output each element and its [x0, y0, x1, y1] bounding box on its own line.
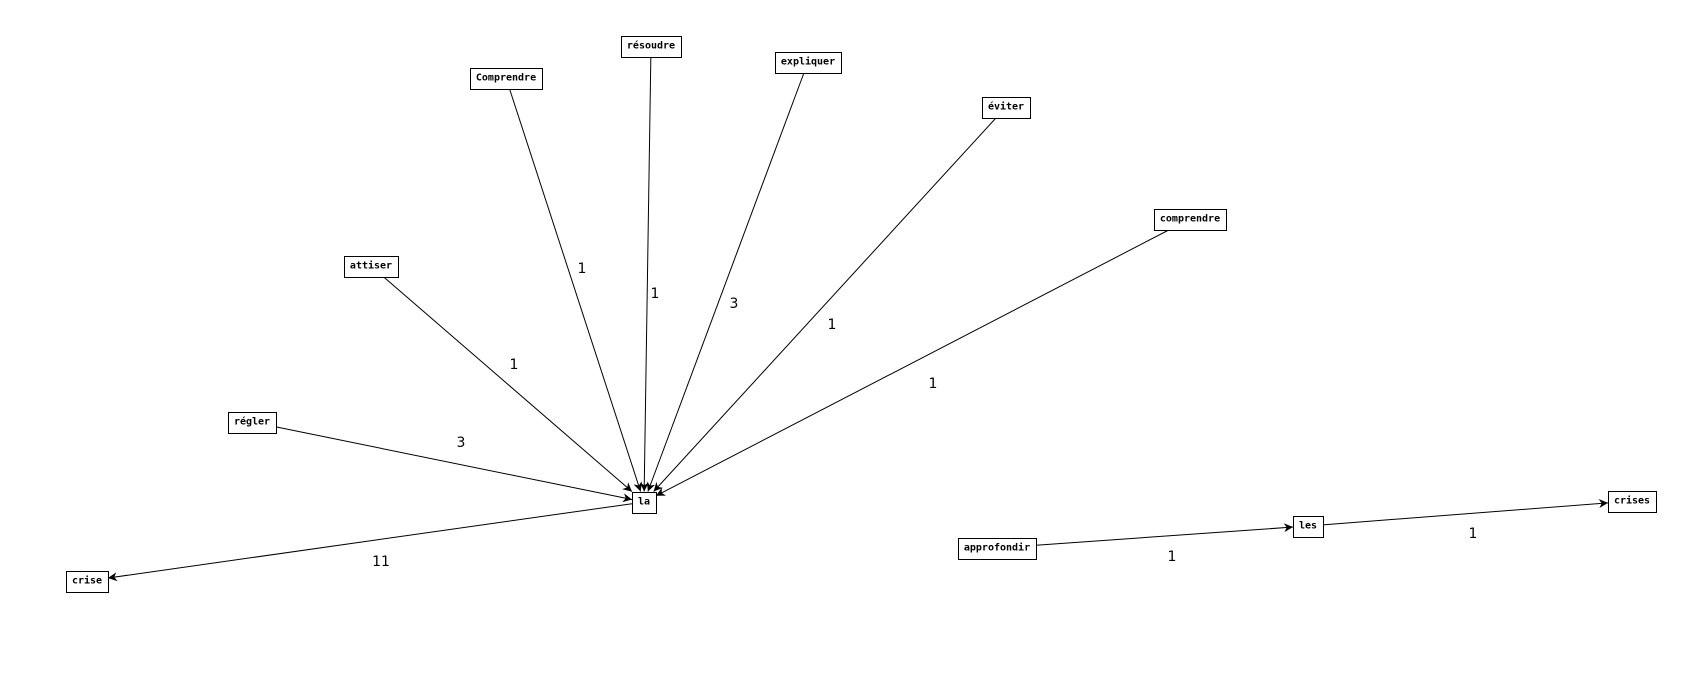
edge-approfondir-to-les — [1035, 523, 1294, 546]
node-la: la — [632, 492, 657, 514]
node-crise: crise — [66, 571, 109, 593]
edge-resoudre-to-la — [639, 56, 652, 492]
edge-weight-label: 1 — [929, 376, 938, 392]
edge-weight-label: 11 — [372, 554, 390, 570]
edge-weight-label: 1 — [651, 286, 660, 302]
node-attiser: attiser — [344, 256, 399, 278]
node-eviter: éviter — [982, 97, 1031, 119]
edge-weight-label: 1 — [510, 357, 519, 373]
node-crises: crises — [1608, 491, 1657, 513]
node-expliquer: expliquer — [775, 52, 842, 74]
node-label: crises — [1614, 495, 1650, 507]
node-label: approfondir — [964, 542, 1030, 554]
node-box — [958, 538, 1037, 560]
edge-la-to-crise — [107, 503, 633, 582]
node-box — [344, 256, 399, 278]
edge-weight-label: 3 — [730, 296, 739, 312]
node-label: crise — [72, 575, 102, 587]
edge-weight-label: 1 — [828, 317, 837, 333]
node-resoudre: résoudre — [621, 36, 682, 58]
node-box — [621, 36, 682, 58]
edge-attiser-to-la — [382, 276, 633, 493]
node-box — [228, 412, 277, 434]
edge-weight-label: 3 — [457, 435, 466, 451]
node-label: éviter — [988, 101, 1024, 113]
node-label: Comprendre — [476, 73, 536, 84]
edge-regler-to-la — [275, 426, 633, 503]
node-box — [775, 52, 842, 74]
edge-expliquer-to-la — [646, 72, 805, 492]
edge-eviter-to-la — [653, 117, 997, 492]
edge-comprendre-to-la — [508, 88, 643, 492]
node-comprendre: Comprendre — [470, 68, 543, 90]
node-label: régler — [234, 416, 270, 428]
node-regler: régler — [228, 412, 277, 434]
edge-les-to-crises — [1322, 499, 1609, 526]
node-label: résoudre — [627, 40, 675, 52]
edge-comprendre-to-la — [655, 229, 1170, 497]
node-label: expliquer — [781, 56, 835, 68]
node-label: attiser — [350, 260, 392, 272]
node-box — [470, 68, 543, 90]
node-box — [66, 571, 109, 593]
node-label: les — [1299, 521, 1317, 532]
node-les: les — [1293, 516, 1324, 538]
node-label: comprendre — [1160, 214, 1220, 225]
node-box — [1154, 209, 1227, 231]
node-box — [1608, 491, 1657, 513]
edge-weight-label: 1 — [1168, 549, 1177, 565]
node-comprendre: comprendre — [1154, 209, 1227, 231]
edge-weight-label: 1 — [1469, 526, 1478, 542]
node-box — [982, 97, 1031, 119]
node-box — [1293, 516, 1324, 538]
edge-weight-label: 1 — [578, 261, 587, 277]
node-approfondir: approfondir — [958, 538, 1037, 560]
node-box — [632, 492, 657, 514]
node-label: la — [638, 497, 650, 508]
